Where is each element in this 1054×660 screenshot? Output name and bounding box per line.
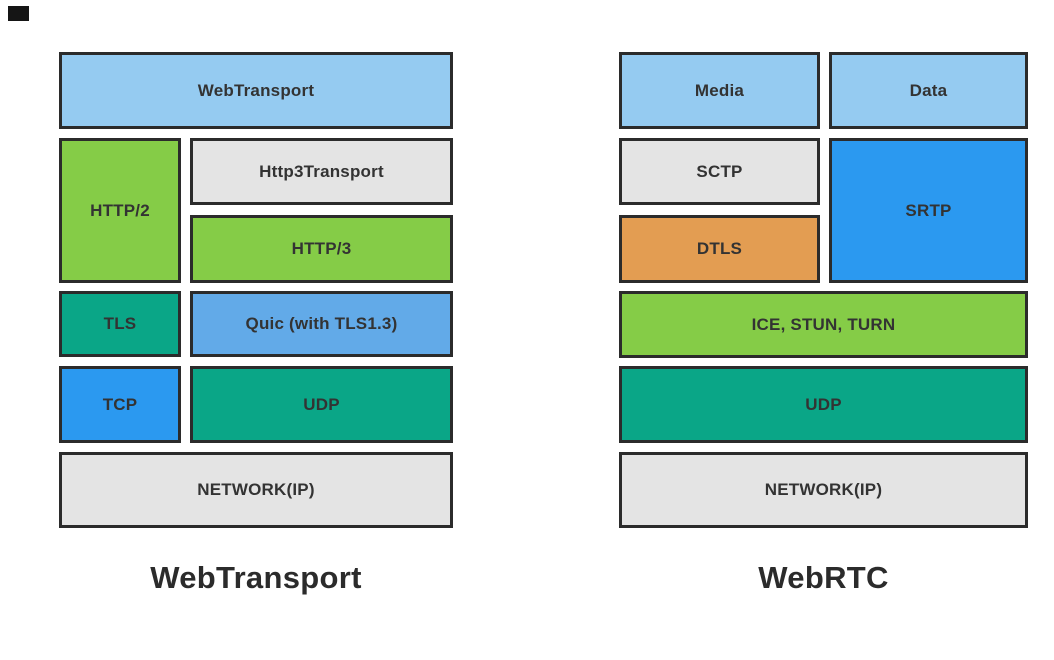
box-http2: HTTP/2 — [59, 138, 181, 283]
box-sctp: SCTP — [619, 138, 820, 205]
box-tls: TLS — [59, 291, 181, 357]
box-dtls: DTLS — [619, 215, 820, 283]
box-network-left: NETWORK(IP) — [59, 452, 453, 528]
box-srtp: SRTP — [829, 138, 1028, 283]
box-ice-stun-turn: ICE, STUN, TURN — [619, 291, 1028, 358]
box-quic: Quic (with TLS1.3) — [190, 291, 453, 357]
box-http3: HTTP/3 — [190, 215, 453, 283]
box-http3transport: Http3Transport — [190, 138, 453, 205]
box-udp-left: UDP — [190, 366, 453, 443]
box-data: Data — [829, 52, 1028, 129]
box-media: Media — [619, 52, 820, 129]
box-webtransport: WebTransport — [59, 52, 453, 129]
box-tcp: TCP — [59, 366, 181, 443]
box-udp-right: UDP — [619, 366, 1028, 443]
corner-artifact-mark — [8, 6, 29, 21]
box-network-right: NETWORK(IP) — [619, 452, 1028, 528]
webtransport-stack-title: WebTransport — [150, 560, 362, 595]
webrtc-stack-title: WebRTC — [758, 560, 889, 595]
